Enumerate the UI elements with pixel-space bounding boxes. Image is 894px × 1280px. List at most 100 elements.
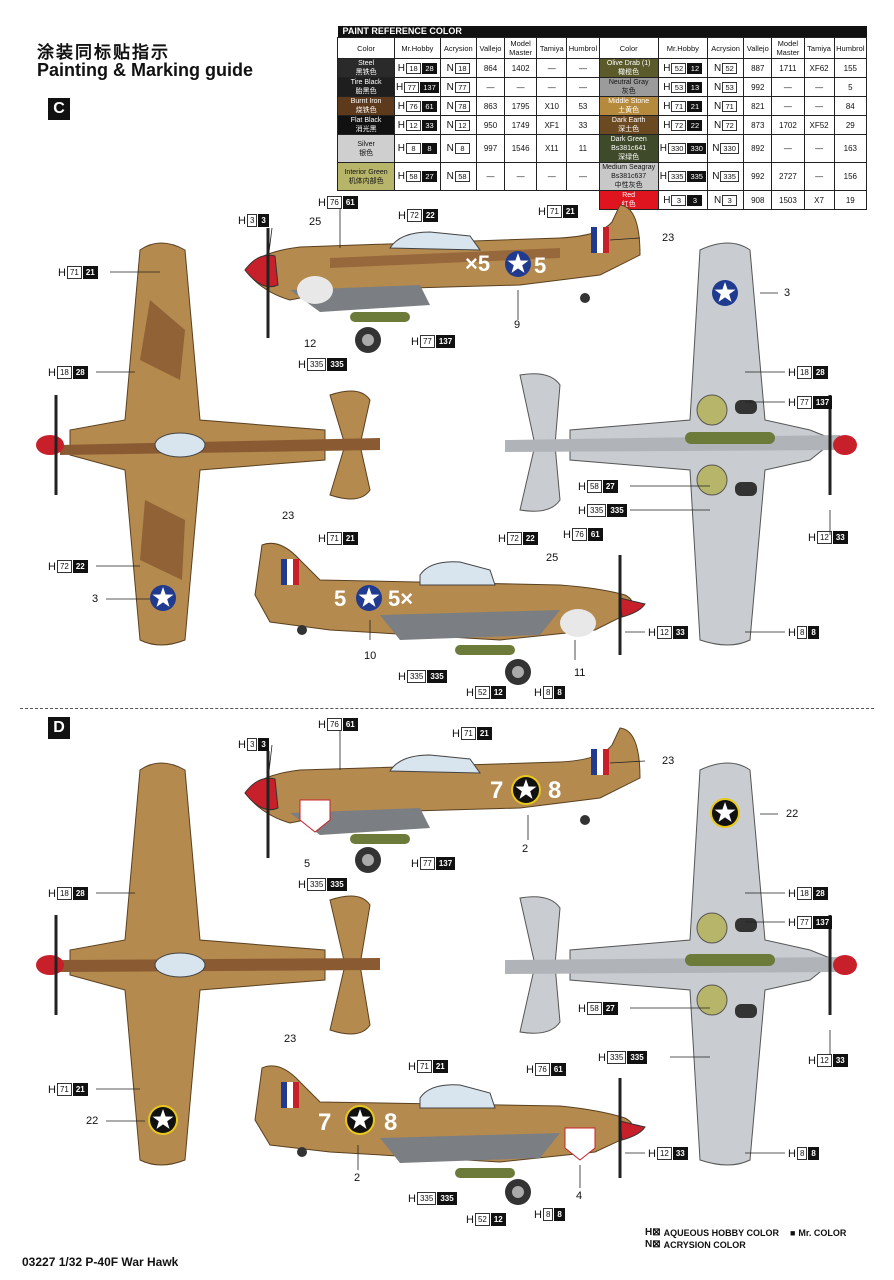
mm-left-1: — (504, 77, 538, 97)
callout-12: 12 (304, 338, 317, 350)
callout-3-top: 3 (92, 593, 99, 605)
callout-23-b: 23 (282, 510, 295, 522)
callout-9: 9 (514, 319, 521, 331)
svg-text:8: 8 (384, 1109, 397, 1136)
legend-h-key: H⊠ (645, 1227, 661, 1238)
footer-model-info: 03227 1/32 P-40F War Hawk (22, 1255, 178, 1269)
d-top-view (36, 762, 380, 1166)
callout-23: 23 (662, 232, 675, 244)
legend-mr-key: ■ (789, 1228, 796, 1238)
callout-d-2: 2 (522, 843, 529, 855)
humbrol-right-4: 163 (833, 134, 868, 163)
callout-d-23-b: 23 (284, 1033, 297, 1045)
paint-reference-table: PAINT REFERENCE COLOR Color Mr.Hobby Acr… (336, 26, 868, 210)
svg-text:5: 5 (334, 586, 346, 611)
footer-code: 03227 (22, 1255, 56, 1269)
humbrol-left-5: — (566, 162, 600, 191)
humbrol-right-5: 156 (833, 162, 868, 191)
humbrol-right-6: 19 (833, 190, 868, 210)
tamiya-right-4: — (803, 134, 835, 163)
footer-scale: 1/32 (58, 1255, 83, 1269)
legend-h-text: AQUEOUS HOBBY COLOR (663, 1228, 779, 1238)
callout-3-bottom: 3 (784, 287, 791, 299)
c-bottom-view (505, 242, 857, 646)
c-side-view-2: 5 5× (254, 542, 646, 685)
d-bottom-view (505, 762, 857, 1166)
mm-right-4: — (771, 134, 805, 163)
tamiya-right-5: — (803, 162, 835, 191)
vallejo-left-4: 997 (475, 134, 506, 163)
col-humbrol: Humbrol (566, 37, 600, 59)
callout-11: 11 (574, 667, 586, 679)
callout-d-22-b: 22 (786, 808, 799, 820)
callout-d-5: 5 (304, 858, 311, 870)
table-title: PAINT REFERENCE COLOR (337, 26, 867, 38)
section-d-badge: D (48, 717, 70, 739)
table-header-row: Color Mr.Hobby Acrysion Vallejo Model Ma… (336, 37, 868, 59)
title-english: Painting & Marking guide (37, 60, 254, 80)
callout-10: 10 (364, 650, 377, 662)
callout-d-23: 23 (662, 755, 675, 767)
c-top-view (36, 242, 380, 646)
section-divider (20, 708, 874, 709)
swatch-right-0: Olive Drab (1)橄榄色 (598, 58, 659, 78)
svg-text:5×: 5× (388, 586, 413, 611)
d-side-view-1: 7 8 (244, 727, 641, 873)
legend-row-h: H⊠ AQUEOUS HOBBY COLOR ■ Mr. COLOR (645, 1227, 846, 1239)
legend-n-key: N⊠ (645, 1239, 661, 1250)
color-legend: H⊠ AQUEOUS HOBBY COLOR ■ Mr. COLOR N⊠ AC… (645, 1227, 846, 1251)
c-side-view-1: ×5 5 (244, 204, 641, 353)
callout-d-22: 22 (86, 1115, 99, 1127)
svg-text:7: 7 (490, 777, 503, 804)
section-c-badge: C (48, 98, 70, 120)
vallejo-right-5: 992 (743, 162, 773, 191)
mm-left-4: 1546 (504, 134, 538, 163)
callout-d-2-b: 2 (354, 1172, 361, 1184)
